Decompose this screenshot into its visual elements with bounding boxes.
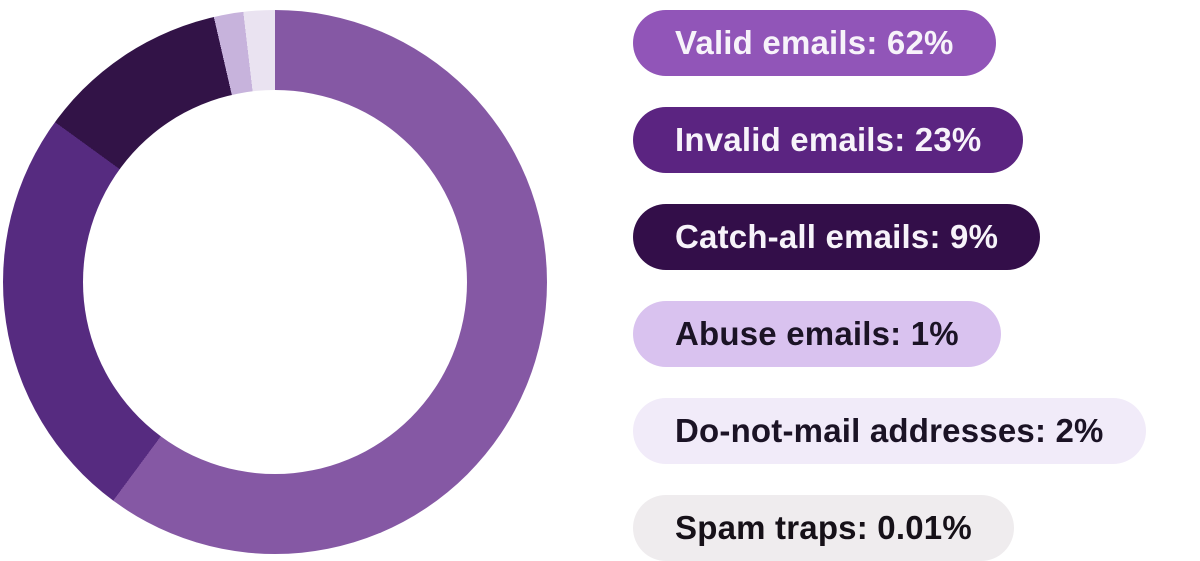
legend-pill-spam-traps: Spam traps: 0.01%	[633, 495, 1014, 561]
legend-pill-invalid-emails: Invalid emails: 23%	[633, 107, 1024, 173]
legend-pill-valid-emails: Valid emails: 62%	[633, 10, 996, 76]
legend: Valid emails: 62% Invalid emails: 23% Ca…	[633, 10, 1146, 561]
legend-pill-abuse-emails: Abuse emails: 1%	[633, 301, 1001, 367]
legend-pill-catch-all-emails: Catch-all emails: 9%	[633, 204, 1041, 270]
donut-hole	[83, 90, 467, 474]
donut-chart	[3, 10, 547, 554]
legend-pill-do-not-mail-addresses: Do-not-mail addresses: 2%	[633, 398, 1146, 464]
